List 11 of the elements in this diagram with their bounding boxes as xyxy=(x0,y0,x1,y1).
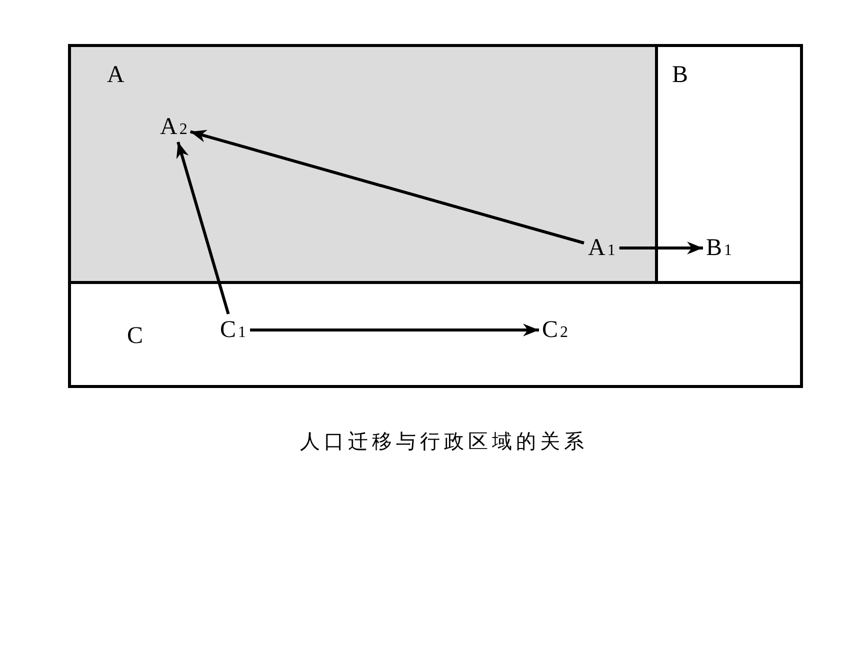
region-label: A xyxy=(107,63,124,87)
caption: 人口迁移与行政区域的关系 xyxy=(300,428,588,455)
arrow xyxy=(250,324,539,336)
region-label: C xyxy=(127,324,144,348)
arrow xyxy=(176,142,230,314)
region-area xyxy=(68,281,803,388)
region-area xyxy=(68,44,658,284)
region-label: B xyxy=(672,63,688,87)
region-area xyxy=(655,44,803,284)
arrow xyxy=(619,242,703,254)
arrow xyxy=(190,130,584,244)
